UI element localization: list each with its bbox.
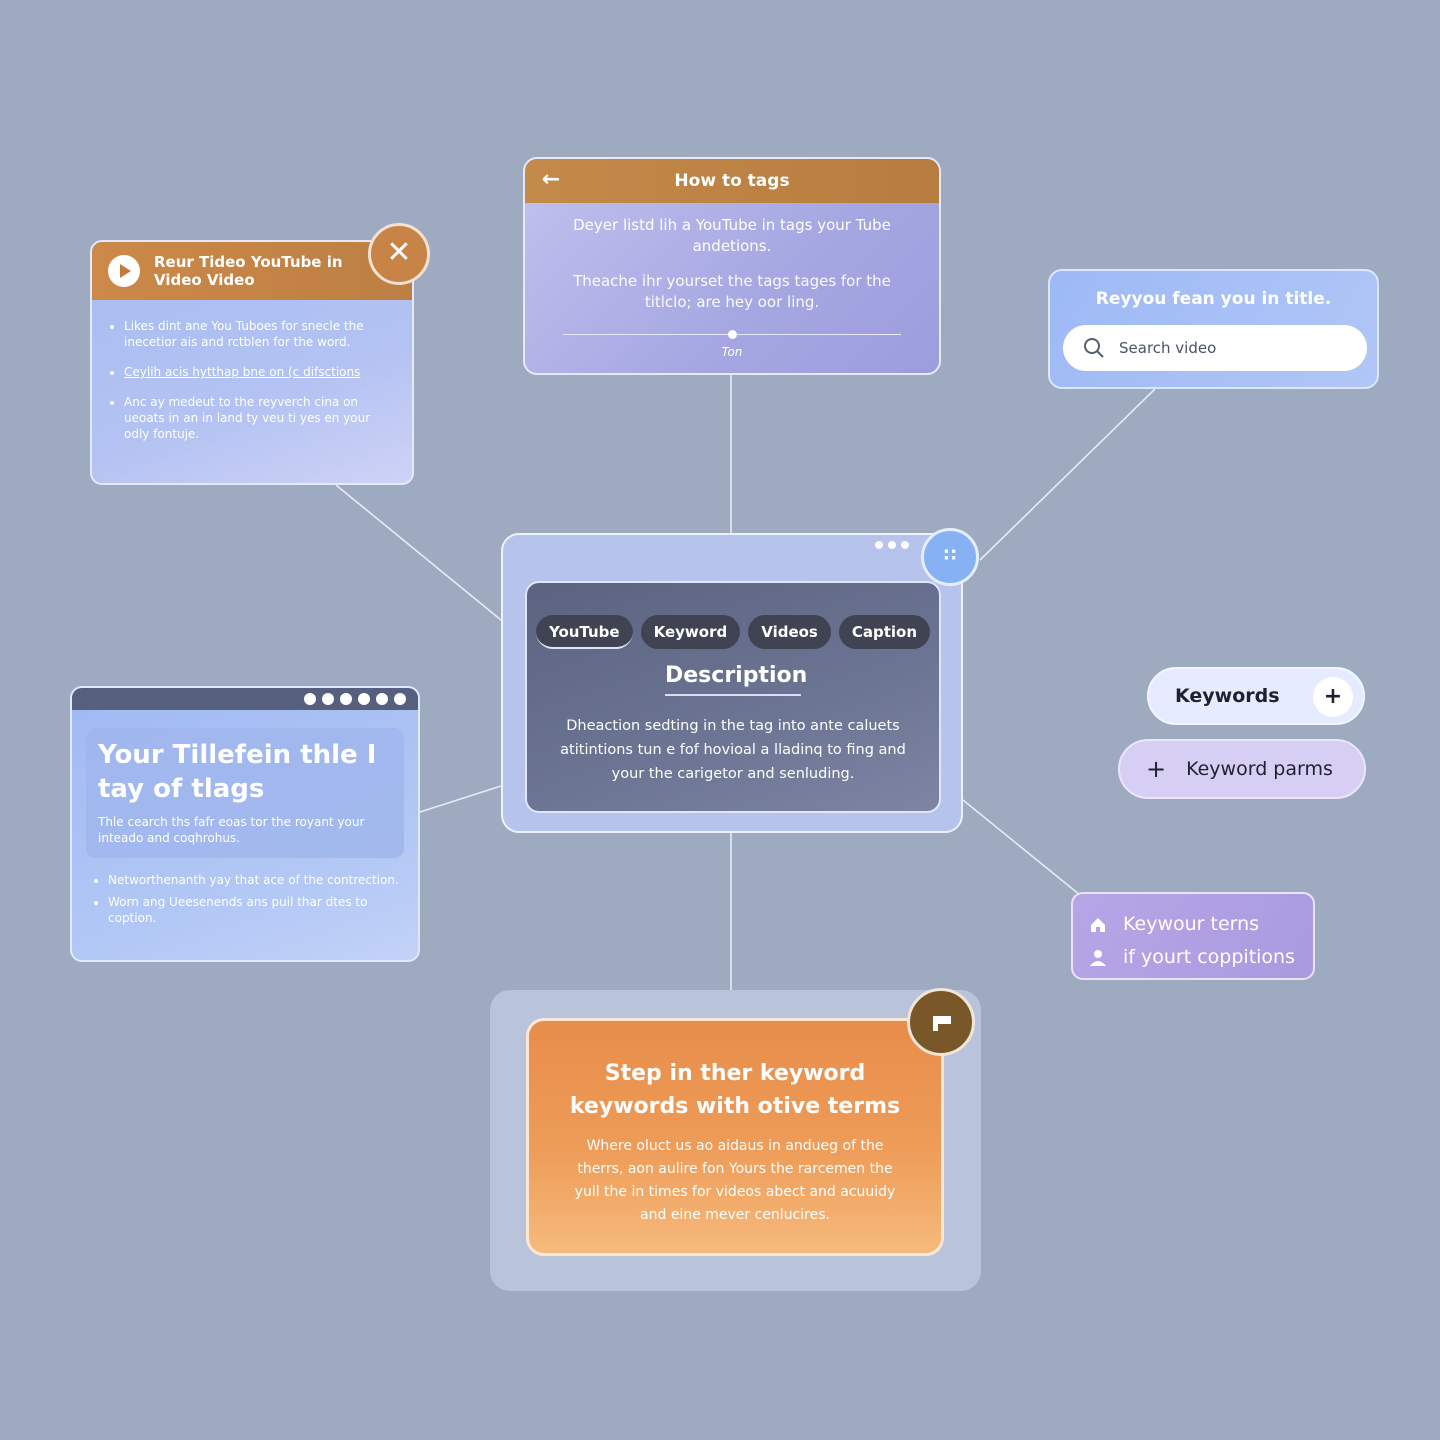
grid-dots-icon: ∷ [943, 545, 957, 566]
connector-top-right [979, 388, 1156, 561]
close-icon: ✕ [386, 235, 412, 270]
list-item: Worn ang Ueesenends ans puil thar dtes t… [108, 894, 404, 926]
list-item: Anc ay medeut to the reyverch cina on ue… [124, 394, 394, 442]
connector-left [419, 785, 502, 813]
flag-button[interactable] [907, 988, 975, 1056]
flag-icon [933, 1016, 951, 1031]
title-tags-subtext: Thle cearch ths fafr eoas tor the royant… [98, 815, 365, 845]
window-dots [875, 541, 909, 549]
terms-row: if yourt coppitions [1089, 941, 1313, 974]
plus-icon: + [1146, 755, 1167, 783]
menu-button[interactable]: ∷ [921, 528, 979, 586]
tag-youtube[interactable]: YouTube [535, 615, 633, 649]
video-card-header: Reur Tideo YouTube in Video Video [92, 242, 412, 300]
slider-caption: Ton [721, 345, 743, 359]
description-panel: YouTube Keyword Videos Caption Descripti… [525, 581, 941, 813]
connector-right [962, 799, 1081, 896]
home-icon [1091, 917, 1105, 932]
progress-slider[interactable] [563, 329, 901, 341]
description-heading: Description [665, 663, 807, 696]
terms-line1: Keywour terns [1123, 913, 1260, 935]
how-to-tags-card: ← How to tags Deyer listd lih a YouTube … [523, 157, 941, 375]
step-title: Step in ther keyword keywords with otive… [569, 1061, 901, 1119]
search-card-title: Reyyou fean you in title. [1095, 289, 1332, 309]
how-to-tags-line1: Deyer listd lih a YouTube in tags your T… [573, 216, 891, 255]
how-to-tags-line2: Theache ihr yourset the tags tages for t… [573, 272, 891, 311]
description-card: YouTube Keyword Videos Caption Descripti… [501, 533, 963, 833]
video-card: Reur Tideo YouTube in Video Video Likes … [90, 240, 414, 485]
search-input[interactable]: Search video [1063, 325, 1367, 371]
connector-top-left [335, 484, 502, 621]
list-item-link[interactable]: Ceylih acis hytthap bne on (c difsctions [124, 364, 394, 380]
title-tags-panel: Your Tillefein thle I tay of tlags Thle … [86, 728, 404, 858]
keywords-chip-label: Keywords [1175, 685, 1280, 707]
title-tags-heading: Your Tillefein thle I tay of tlags [98, 740, 377, 804]
step-card: Step in ther keyword keywords with otive… [526, 1018, 944, 1256]
list-item: Likes dint ane You Tuboes for snecle the… [124, 318, 394, 350]
slider-knob[interactable] [727, 330, 737, 339]
title-tags-list: Networthenanth yay that ace of the contr… [94, 872, 404, 926]
how-to-tags-header: ← How to tags [525, 159, 939, 203]
search-icon [1084, 338, 1104, 358]
how-to-tags-title: How to tags [674, 171, 790, 191]
video-card-title: Reur Tideo YouTube in Video Video [154, 253, 343, 289]
play-icon[interactable] [108, 255, 140, 287]
tag-videos[interactable]: Videos [748, 615, 831, 649]
title-tags-card: Your Tillefein thle I tay of tlags Thle … [70, 686, 420, 962]
list-item-link-text[interactable]: Ceylih acis hytthap bne on (c difsctions [124, 365, 361, 379]
terms-card: Keywour terns if yourt coppitions [1071, 892, 1315, 980]
plus-icon[interactable]: + [1313, 677, 1353, 717]
window-dots [304, 693, 406, 705]
keyword-params-chip[interactable]: + Keyword parms [1118, 739, 1366, 799]
description-text: Dheaction sedting in the tag into ante c… [560, 718, 906, 782]
search-placeholder: Search video [1119, 339, 1217, 357]
video-card-list: Likes dint ane You Tuboes for snecle the… [110, 318, 394, 442]
close-button[interactable]: ✕ [368, 223, 430, 285]
user-icon [1090, 949, 1106, 966]
step-body: Where oluct us ao aidaus in andueg of th… [574, 1138, 896, 1223]
search-card: Reyyou fean you in title. Search video [1048, 269, 1379, 389]
terms-row: Keywour terns [1089, 908, 1313, 941]
keywords-chip[interactable]: Keywords + [1147, 667, 1365, 725]
back-arrow-icon[interactable]: ← [541, 167, 561, 192]
keyword-params-label: Keyword parms [1186, 758, 1333, 780]
list-item: Networthenanth yay that ace of the contr… [108, 872, 404, 888]
tag-list: YouTube Keyword Videos Caption [527, 615, 939, 649]
terms-line2: if yourt coppitions [1123, 946, 1295, 968]
tag-caption[interactable]: Caption [838, 615, 931, 649]
tag-keyword[interactable]: Keyword [640, 615, 741, 649]
title-tags-header [72, 688, 418, 710]
